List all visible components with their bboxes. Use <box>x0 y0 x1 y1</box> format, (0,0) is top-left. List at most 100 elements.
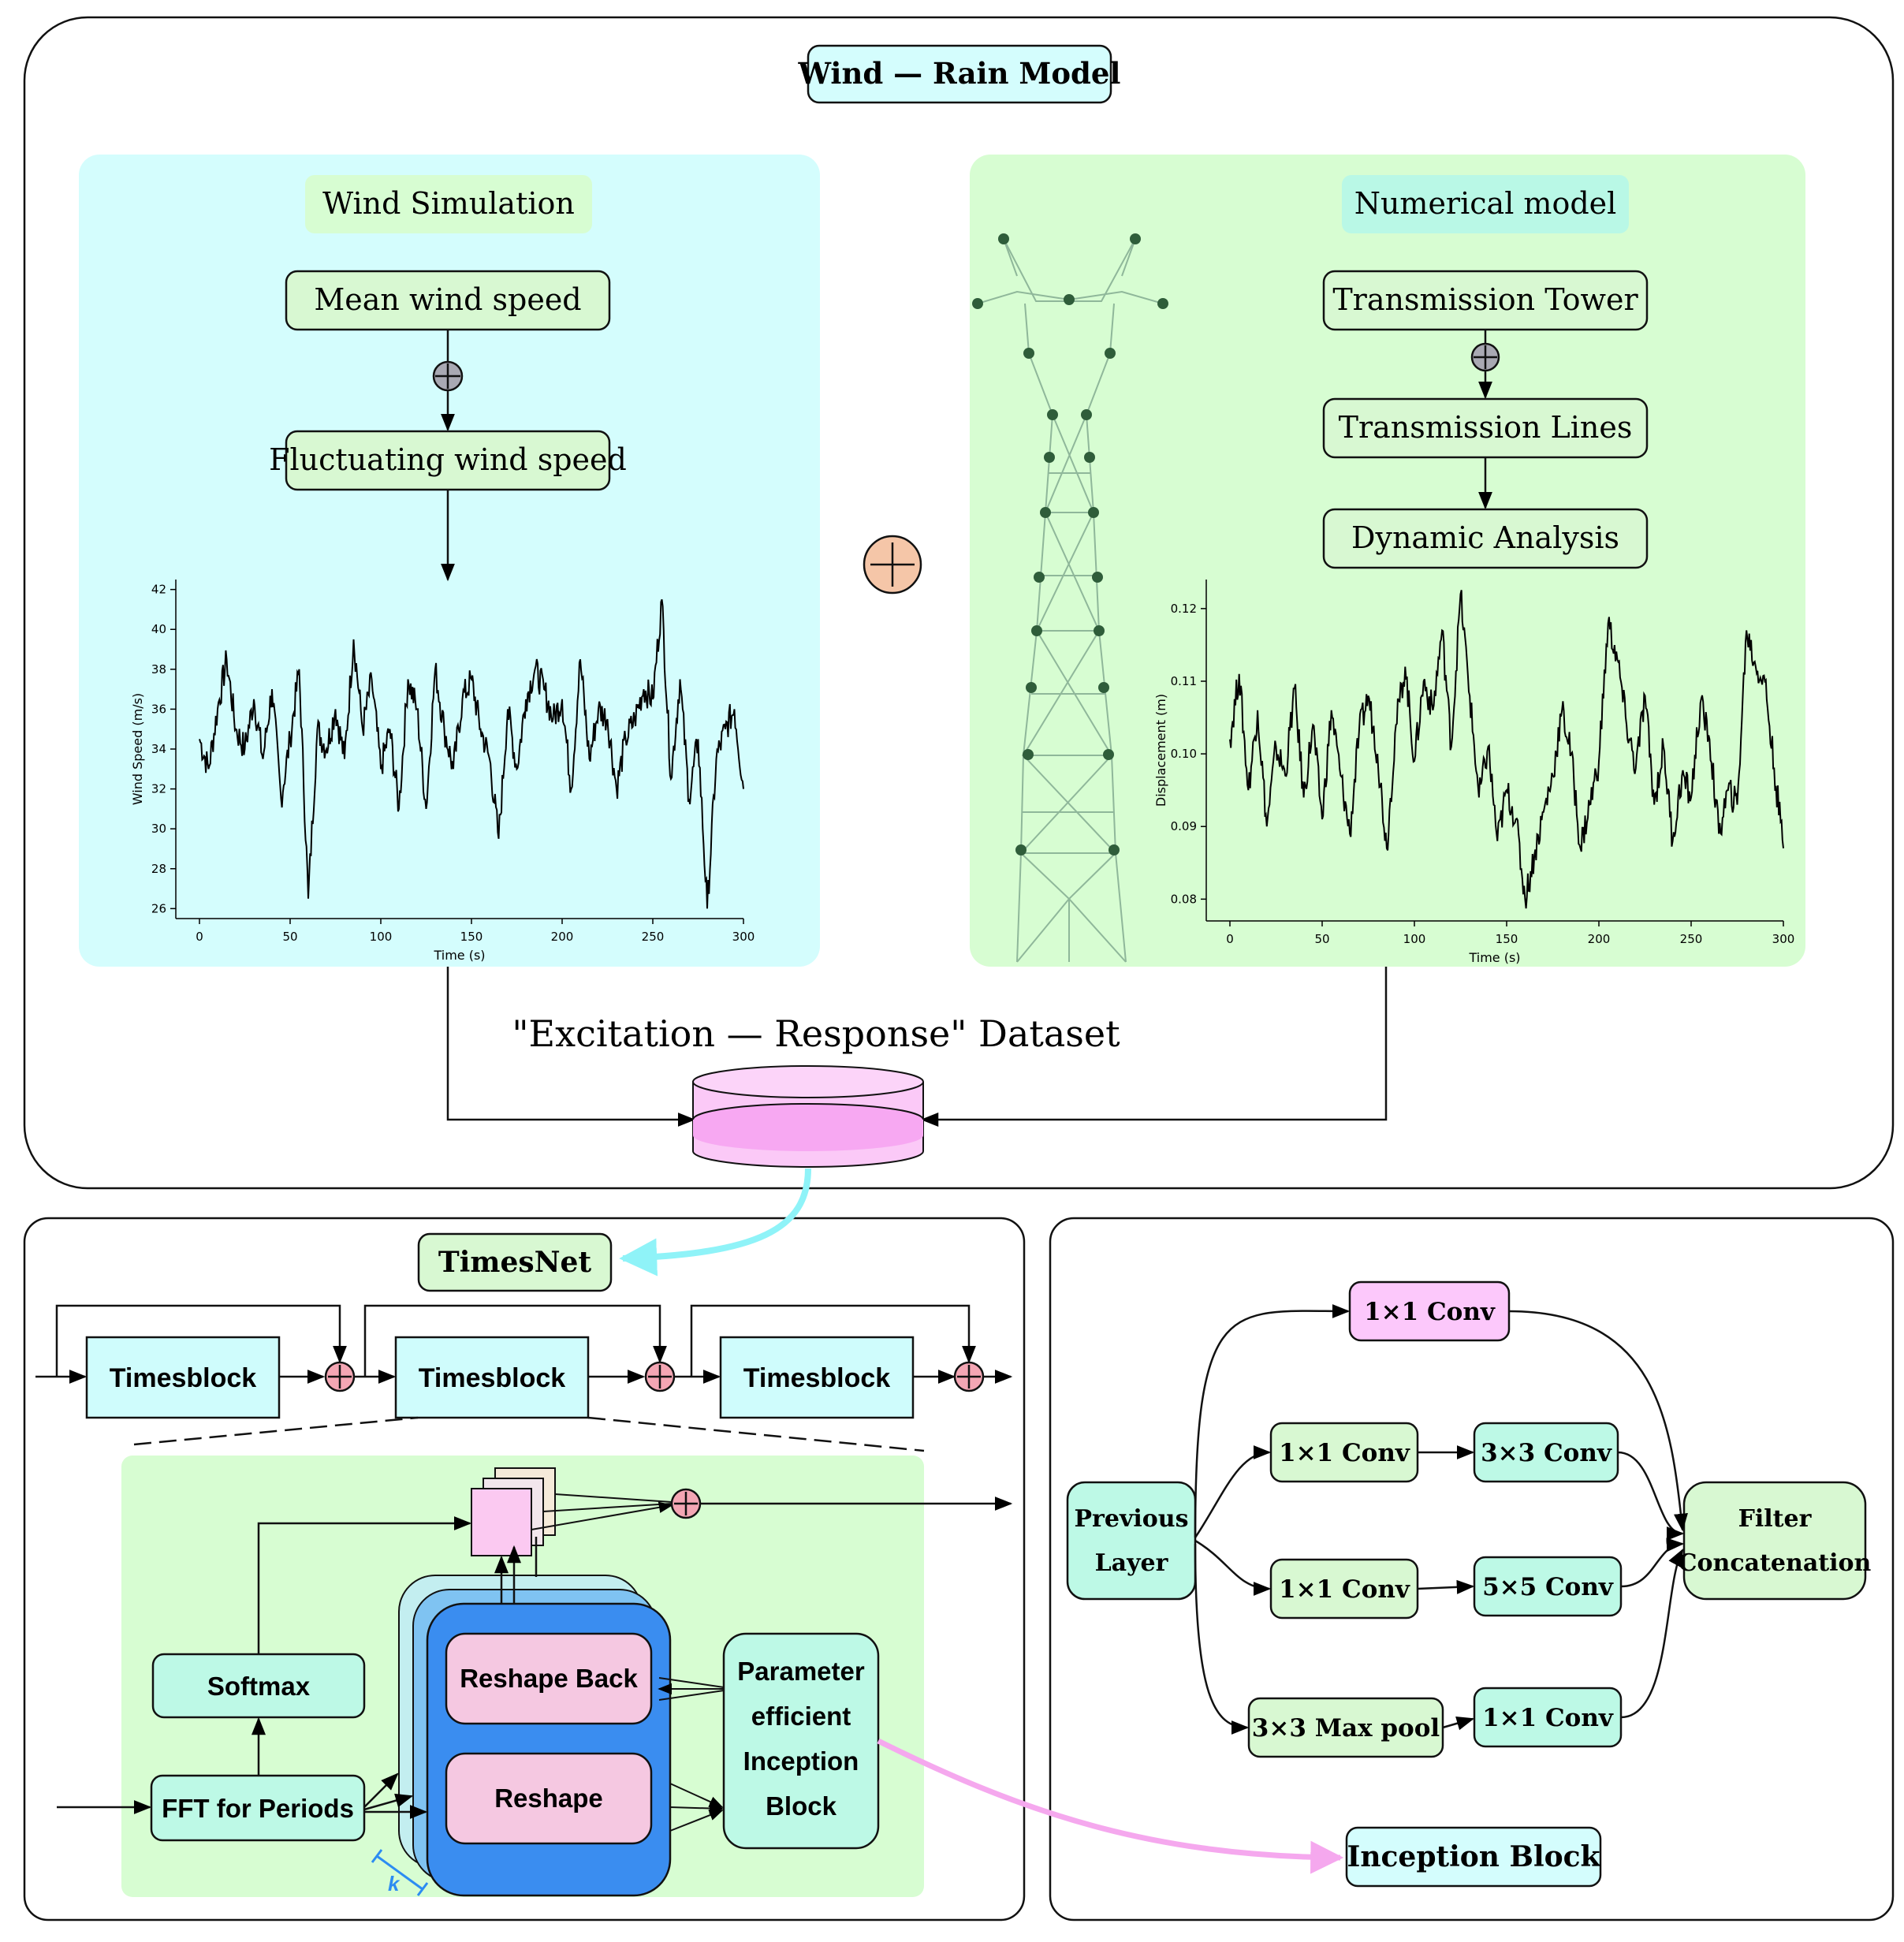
arrow-response-dataset <box>920 967 1388 1127</box>
reshape-label: Reshape <box>494 1784 603 1813</box>
arrow-reshape-inception-3 <box>669 1810 724 1832</box>
arrow-softmax-weights <box>257 1516 472 1654</box>
numerical-header: Numerical model <box>1354 186 1617 221</box>
x-tick-label: 100 <box>370 930 393 944</box>
y-tick-label: 32 <box>151 782 166 796</box>
edge-prev-conv-b <box>1194 1539 1272 1596</box>
y-axis-label: Wind Speed (m/s) <box>130 693 145 805</box>
mean-wind-label: Mean wind speed <box>314 282 581 317</box>
edge-conv-c-concat <box>1620 1549 1684 1719</box>
add-icon-3 <box>953 1361 985 1392</box>
previous-label-1: Previous <box>1075 1505 1189 1533</box>
dynamic-node <box>1322 508 1649 569</box>
inception-block-box <box>1345 1826 1602 1888</box>
timesnet-label: TimesNet <box>438 1246 592 1279</box>
merge-line-3 <box>531 1501 673 1530</box>
x-tick-label: 150 <box>460 930 483 944</box>
conv-5x5-label: 5×5 Conv <box>1482 1573 1614 1601</box>
edge-conv-b-5x5 <box>1417 1579 1475 1594</box>
y-tick-label: 36 <box>151 702 166 716</box>
conv-1x1-b-label: 1×1 Conv <box>1279 1575 1410 1604</box>
y-tick-label: 38 <box>151 662 166 677</box>
x-tick-label: 250 <box>1680 932 1703 946</box>
x-tick-label: 100 <box>1403 932 1426 946</box>
x-axis-label: Time (s) <box>433 948 485 963</box>
arrow-fft-reshape-2 <box>363 1793 414 1811</box>
merge-line-1 <box>554 1493 673 1503</box>
dataset-database-icon <box>692 1065 924 1168</box>
x-tick-label: 200 <box>551 930 574 944</box>
timesblock-2-label: Timesblock <box>419 1363 566 1393</box>
add-icon-1 <box>324 1361 356 1392</box>
dynamic-label: Dynamic Analysis <box>1351 520 1619 555</box>
reshape-box <box>445 1752 653 1845</box>
param-label-3: Inception <box>743 1746 859 1776</box>
arrow-wind-dataset <box>446 967 696 1127</box>
fft-label: FFT for Periods <box>162 1794 354 1823</box>
tower-nodes <box>972 233 1168 855</box>
y-tick-label: 0.09 <box>1171 819 1197 833</box>
structure-sum-icon <box>1470 342 1500 372</box>
edge-maxpool-conv-c <box>1442 1716 1475 1731</box>
y-tick-label: 0.10 <box>1171 747 1197 761</box>
x-tick-label: 0 <box>196 930 203 944</box>
edge-prev-conv-top <box>1194 1303 1351 1538</box>
y-axis-label: Displacement (m) <box>1153 694 1168 807</box>
conv-1x1-a-label: 1×1 Conv <box>1279 1439 1410 1467</box>
conv-1x1-top-label: 1×1 Conv <box>1364 1298 1496 1326</box>
reshape-back-box <box>445 1632 653 1725</box>
inception-block-label: Inception Block <box>1347 1840 1600 1873</box>
y-tick-label: 0.08 <box>1171 892 1197 906</box>
k-label: k <box>388 1872 401 1895</box>
edge-3x3-concat <box>1617 1451 1685 1541</box>
wind-header: Wind Simulation <box>322 186 575 221</box>
reshape-back-label: Reshape Back <box>460 1664 638 1693</box>
model-title: Wind — Rain Model <box>797 56 1120 91</box>
softmax-label: Softmax <box>207 1672 311 1701</box>
title-box <box>807 44 1112 104</box>
wind-panel <box>79 155 820 967</box>
y-tick-label: 30 <box>151 822 166 836</box>
y-tick-label: 40 <box>151 622 166 636</box>
residual-1 <box>55 1304 347 1377</box>
add-icon-2 <box>644 1361 676 1392</box>
arrow-reshape-inception-2 <box>669 1802 724 1814</box>
x-axis-label: Time (s) <box>1468 950 1520 965</box>
edge-prev-conv-a <box>1194 1445 1272 1538</box>
series-line <box>199 598 744 909</box>
param-label-1: Parameter <box>737 1657 865 1686</box>
timesblock-1-label: Timesblock <box>110 1363 257 1393</box>
dataset-label: "Excitation — Response" Dataset <box>512 1012 1120 1055</box>
period-feature-stack <box>471 1467 556 1556</box>
residual-2 <box>363 1304 667 1377</box>
wind-header-box <box>305 175 592 233</box>
residual-3 <box>690 1304 976 1377</box>
wind-sum-icon <box>432 360 464 392</box>
param-label-2: efficient <box>751 1702 851 1731</box>
timesblock-3-label: Timesblock <box>743 1363 891 1393</box>
arrow-param-to-inception <box>877 1738 1344 1874</box>
series-line <box>1229 590 1784 909</box>
x-tick-label: 0 <box>1226 932 1234 946</box>
x-tick-label: 200 <box>1588 932 1611 946</box>
y-tick-label: 26 <box>151 901 166 915</box>
maxpool-label: 3×3 Max pool <box>1252 1714 1440 1743</box>
combine-plus-icon <box>863 535 922 595</box>
x-tick-label: 50 <box>282 930 297 944</box>
zoom-line-left <box>133 1416 419 1446</box>
y-tick-label: 34 <box>151 742 166 756</box>
fft-box <box>150 1774 366 1842</box>
y-tick-label: 42 <box>151 583 166 597</box>
previous-label-2: Layer <box>1095 1549 1169 1577</box>
numerical-header-box <box>1342 175 1629 233</box>
merge-line-2 <box>542 1503 673 1512</box>
arrow-dataset-timesnet <box>619 1168 811 1277</box>
arrow-inception-rb-c <box>658 1690 725 1701</box>
edge-top-concat <box>1508 1310 1688 1532</box>
x-tick-label: 150 <box>1496 932 1518 946</box>
y-tick-label: 28 <box>151 862 166 876</box>
arrow-fft-reshape-1 <box>363 1772 399 1808</box>
conv-3x3-label: 3×3 Conv <box>1481 1439 1612 1467</box>
param-label-4: Block <box>766 1791 837 1821</box>
